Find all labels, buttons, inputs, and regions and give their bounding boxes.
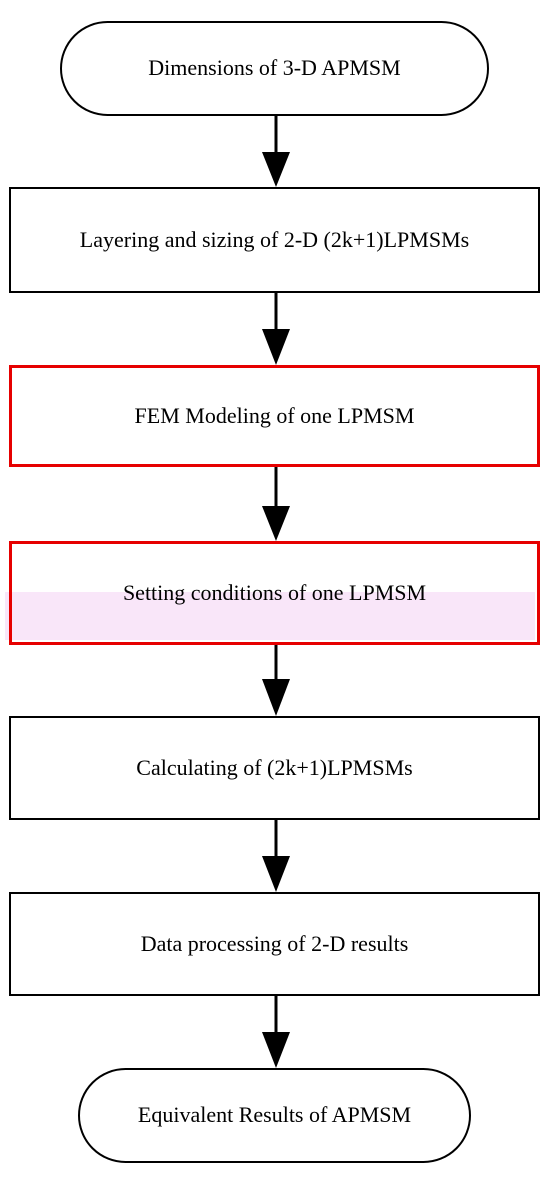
arrowhead-step2 [262, 329, 290, 365]
start-terminal: Dimensions of 3-D APMSM [60, 21, 489, 116]
step-calculating: Calculating of (2k+1)LPMSMs [9, 716, 540, 820]
highlight-tint-band [5, 592, 535, 640]
step-setting-conditions-label: Setting conditions of one LPMSM [122, 579, 427, 605]
step-layering-sizing: Layering and sizing of 2-D (2k+1)LPMSMs [9, 187, 540, 293]
step-data-processing: Data processing of 2-D results [9, 892, 540, 996]
step-calculating-label: Calculating of (2k+1)LPMSMs [136, 754, 413, 780]
arrowhead-end [262, 1032, 290, 1068]
end-label: Equivalent Results of APMSM [137, 1102, 412, 1128]
step-fem-modeling: FEM Modeling of one LPMSM [9, 365, 540, 467]
arrowhead-step1 [262, 152, 290, 187]
start-label: Dimensions of 3-D APMSM [148, 55, 401, 81]
step-layering-sizing-label: Layering and sizing of 2-D (2k+1)LPMSMs [79, 226, 470, 252]
end-terminal: Equivalent Results of APMSM [78, 1068, 471, 1163]
arrowhead-step5 [262, 856, 290, 892]
arrowhead-step4 [262, 679, 290, 716]
arrowhead-step3 [262, 506, 290, 541]
step-fem-modeling-label: FEM Modeling of one LPMSM [134, 402, 415, 428]
step-data-processing-label: Data processing of 2-D results [140, 930, 409, 956]
step-setting-conditions: Setting conditions of one LPMSM [9, 541, 540, 645]
